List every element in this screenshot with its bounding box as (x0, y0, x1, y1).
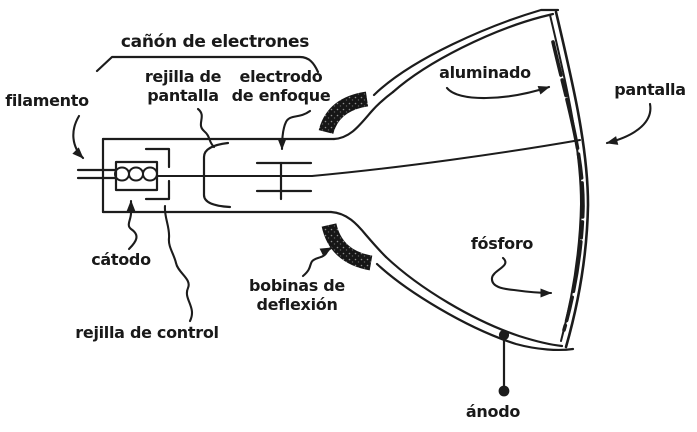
leader-screen-arrow (605, 102, 652, 145)
electron-gun-brace (95, 55, 320, 74)
electron-beam (311, 139, 581, 177)
filament-leads (76, 168, 118, 180)
leader-deflection-coils-arrow (301, 246, 333, 278)
label-aluminized: aluminado (439, 63, 531, 82)
leader-control-grid (163, 204, 193, 323)
label-phosphor: fósforo (470, 234, 534, 253)
phosphor-coating (551, 40, 585, 332)
cathode-sleeve (114, 160, 159, 192)
deflection-coil-bottom (321, 223, 373, 271)
heater-coil (114, 166, 158, 182)
crt-neck (101, 137, 336, 214)
label-deflection-coils: bobinas de deflexión (249, 276, 345, 314)
label-anode: ánodo (465, 402, 521, 421)
label-filament: filamento (5, 91, 89, 110)
crt-funnel (329, 8, 575, 352)
label-screen-grid: rejilla de pantalla (144, 67, 222, 105)
label-electron-gun: cañón de electrones (120, 32, 310, 52)
anode-connector (498, 329, 510, 397)
screen-face (549, 10, 590, 349)
leader-phosphor-arrow (490, 256, 553, 298)
leader-focus-electrode-arrow (277, 109, 312, 151)
label-focus-electrode: electrodo de enfoque (231, 67, 331, 105)
leader-filament-arrow (72, 114, 85, 160)
leader-aluminized-arrow (445, 85, 551, 100)
focus-electrode-shape (255, 161, 313, 201)
leader-screen-grid (196, 107, 216, 149)
label-cathode: cátodo (91, 250, 151, 269)
deflection-coil-top (318, 91, 369, 135)
leader-cathode-arrow (126, 199, 138, 251)
control-grid-shape (144, 147, 171, 201)
label-screen: pantalla (614, 80, 686, 99)
label-control-grid: rejilla de control (75, 323, 219, 342)
